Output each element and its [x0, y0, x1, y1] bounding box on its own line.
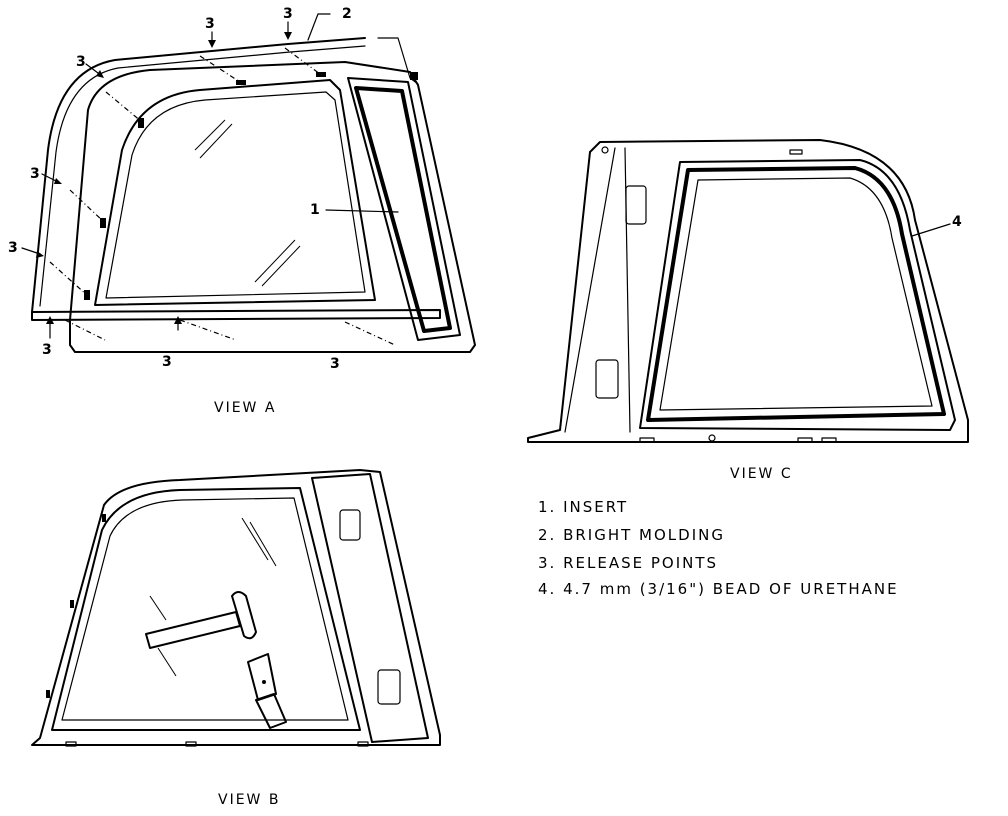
view-a-arrowhead-top-2	[284, 32, 292, 40]
view-c-slot-3	[821, 437, 837, 443]
view-b-block-mark	[262, 680, 266, 684]
view-a-bright-molding-inner	[39, 45, 366, 307]
view-b-glass-reflection-3	[149, 595, 167, 621]
view-c-hole-2	[708, 434, 716, 442]
view-c-slot-1	[639, 437, 655, 443]
legend-item-release-points: 3. RELEASE POINTS	[538, 554, 718, 572]
view-c-label: VIEW C	[730, 466, 793, 482]
legend-item-insert: 1. INSERT	[538, 498, 628, 516]
view-a-arrowhead-top-left	[96, 70, 104, 78]
view-b-cutout-upper	[339, 509, 361, 541]
view-c-cutout-upper	[625, 185, 647, 225]
view-b-hammer-handle	[145, 611, 241, 649]
view-a-callout-3-top-1: 3	[205, 16, 215, 32]
view-b-block-stem	[255, 693, 287, 729]
view-a-arrowhead-bottom-left	[46, 316, 54, 324]
view-a-callout-1: 1	[310, 202, 320, 218]
view-a-callout-3-left-2: 3	[8, 240, 18, 256]
view-c-leader-urethane	[911, 223, 951, 237]
view-a-arrowhead-bottom-mid	[174, 316, 182, 324]
view-a-label: VIEW A	[214, 400, 276, 416]
view-a-molding-tip	[377, 37, 419, 85]
view-b-wood-block	[247, 653, 277, 701]
view-a-callout-3-upper-left: 3	[76, 54, 86, 70]
view-c-cutout-lower	[595, 359, 619, 399]
view-a-glass-reflection-1	[194, 119, 226, 151]
view-a-release-line-8	[64, 319, 106, 341]
view-b-window-inner	[61, 497, 349, 721]
view-a-arrowhead-left-1	[54, 178, 62, 184]
view-b-cutout-lower	[377, 669, 401, 705]
legend: 1. INSERT 2. BRIGHT MOLDING 3. RELEASE P…	[538, 498, 899, 598]
view-c-slot-2	[797, 437, 813, 443]
view-a-callout-3-bottom-right: 3	[330, 356, 340, 372]
view-b-edge-mark-5	[185, 741, 197, 747]
view-b-edge-mark-2	[70, 600, 74, 608]
view-c-window-opening	[639, 159, 956, 431]
view-b-label: VIEW B	[218, 792, 280, 808]
view-a-release-line-5	[284, 47, 321, 75]
view-a-callout-3-bottom-left: 3	[42, 342, 52, 358]
view-c-slot-4	[789, 149, 803, 155]
view-a-clip-4	[236, 80, 246, 85]
view-a-callout-3-left-1: 3	[30, 166, 40, 182]
view-a-glass-reflection-4	[261, 245, 301, 287]
view-a-clip-6	[410, 72, 418, 80]
view-a-door-panel	[69, 61, 476, 353]
view-a-glass-reflection-3	[254, 239, 296, 283]
legend-item-urethane: 4. 4.7 mm (3/16") BEAD OF URETHANE	[538, 580, 899, 598]
view-a-release-line-6	[179, 319, 237, 341]
view-c-urethane-bead	[646, 166, 946, 422]
view-a-callout-3-bottom-mid: 3	[162, 354, 172, 370]
view-b-glass-reflection-2	[249, 521, 277, 567]
view-a-quarter-seal	[354, 86, 452, 333]
view-b-quarter-panel	[311, 473, 429, 743]
view-a-clip-1	[138, 118, 144, 128]
view-b-drawing	[31, 469, 441, 747]
view-b-glass-reflection-1	[241, 517, 269, 561]
view-a-callout-2: 2	[342, 6, 352, 22]
view-a-window-inner	[105, 91, 366, 299]
view-b-hammer-head	[231, 591, 257, 640]
view-b-window-opening	[51, 487, 361, 731]
view-b-edge-mark-1	[102, 514, 106, 522]
view-a-release-line-2	[69, 189, 105, 223]
legend-item-bright-molding: 2. BRIGHT MOLDING	[538, 526, 725, 544]
view-a-bright-molding	[31, 37, 441, 321]
view-a-clip-3	[84, 290, 90, 300]
view-a-callout-3-top-2: 3	[283, 6, 293, 22]
view-a-quarter-window	[347, 77, 461, 341]
view-a-release-line-1	[105, 91, 143, 123]
view-a-leader-molding	[307, 13, 331, 41]
view-c-hole-1	[601, 146, 609, 154]
view-a-leader-insert	[325, 209, 399, 213]
view-a-drawing	[21, 13, 476, 353]
view-a-clip-2	[100, 218, 106, 228]
view-a-release-line-3	[49, 261, 89, 297]
view-b-edge-mark-4	[65, 741, 77, 747]
view-c-pillar-line	[564, 147, 616, 433]
view-c-callout-4: 4	[952, 214, 962, 230]
view-c-door-panel	[527, 139, 969, 443]
view-a-window-frame	[94, 79, 376, 306]
view-a-release-line-7	[344, 321, 396, 346]
view-b-glass-reflection-4	[157, 647, 177, 677]
view-a-glass-reflection-2	[199, 123, 233, 159]
view-a-release-line-4	[199, 55, 241, 83]
view-c-drawing	[527, 139, 969, 443]
view-a-arrowhead-top-1	[208, 40, 216, 48]
view-b-edge-mark-3	[46, 690, 50, 698]
view-b-door-panel	[31, 469, 441, 746]
view-a-arrowhead-left-2	[36, 251, 44, 258]
view-a-clip-5	[316, 72, 326, 77]
view-c-window-inner	[659, 177, 933, 411]
view-b-edge-mark-6	[357, 741, 369, 747]
